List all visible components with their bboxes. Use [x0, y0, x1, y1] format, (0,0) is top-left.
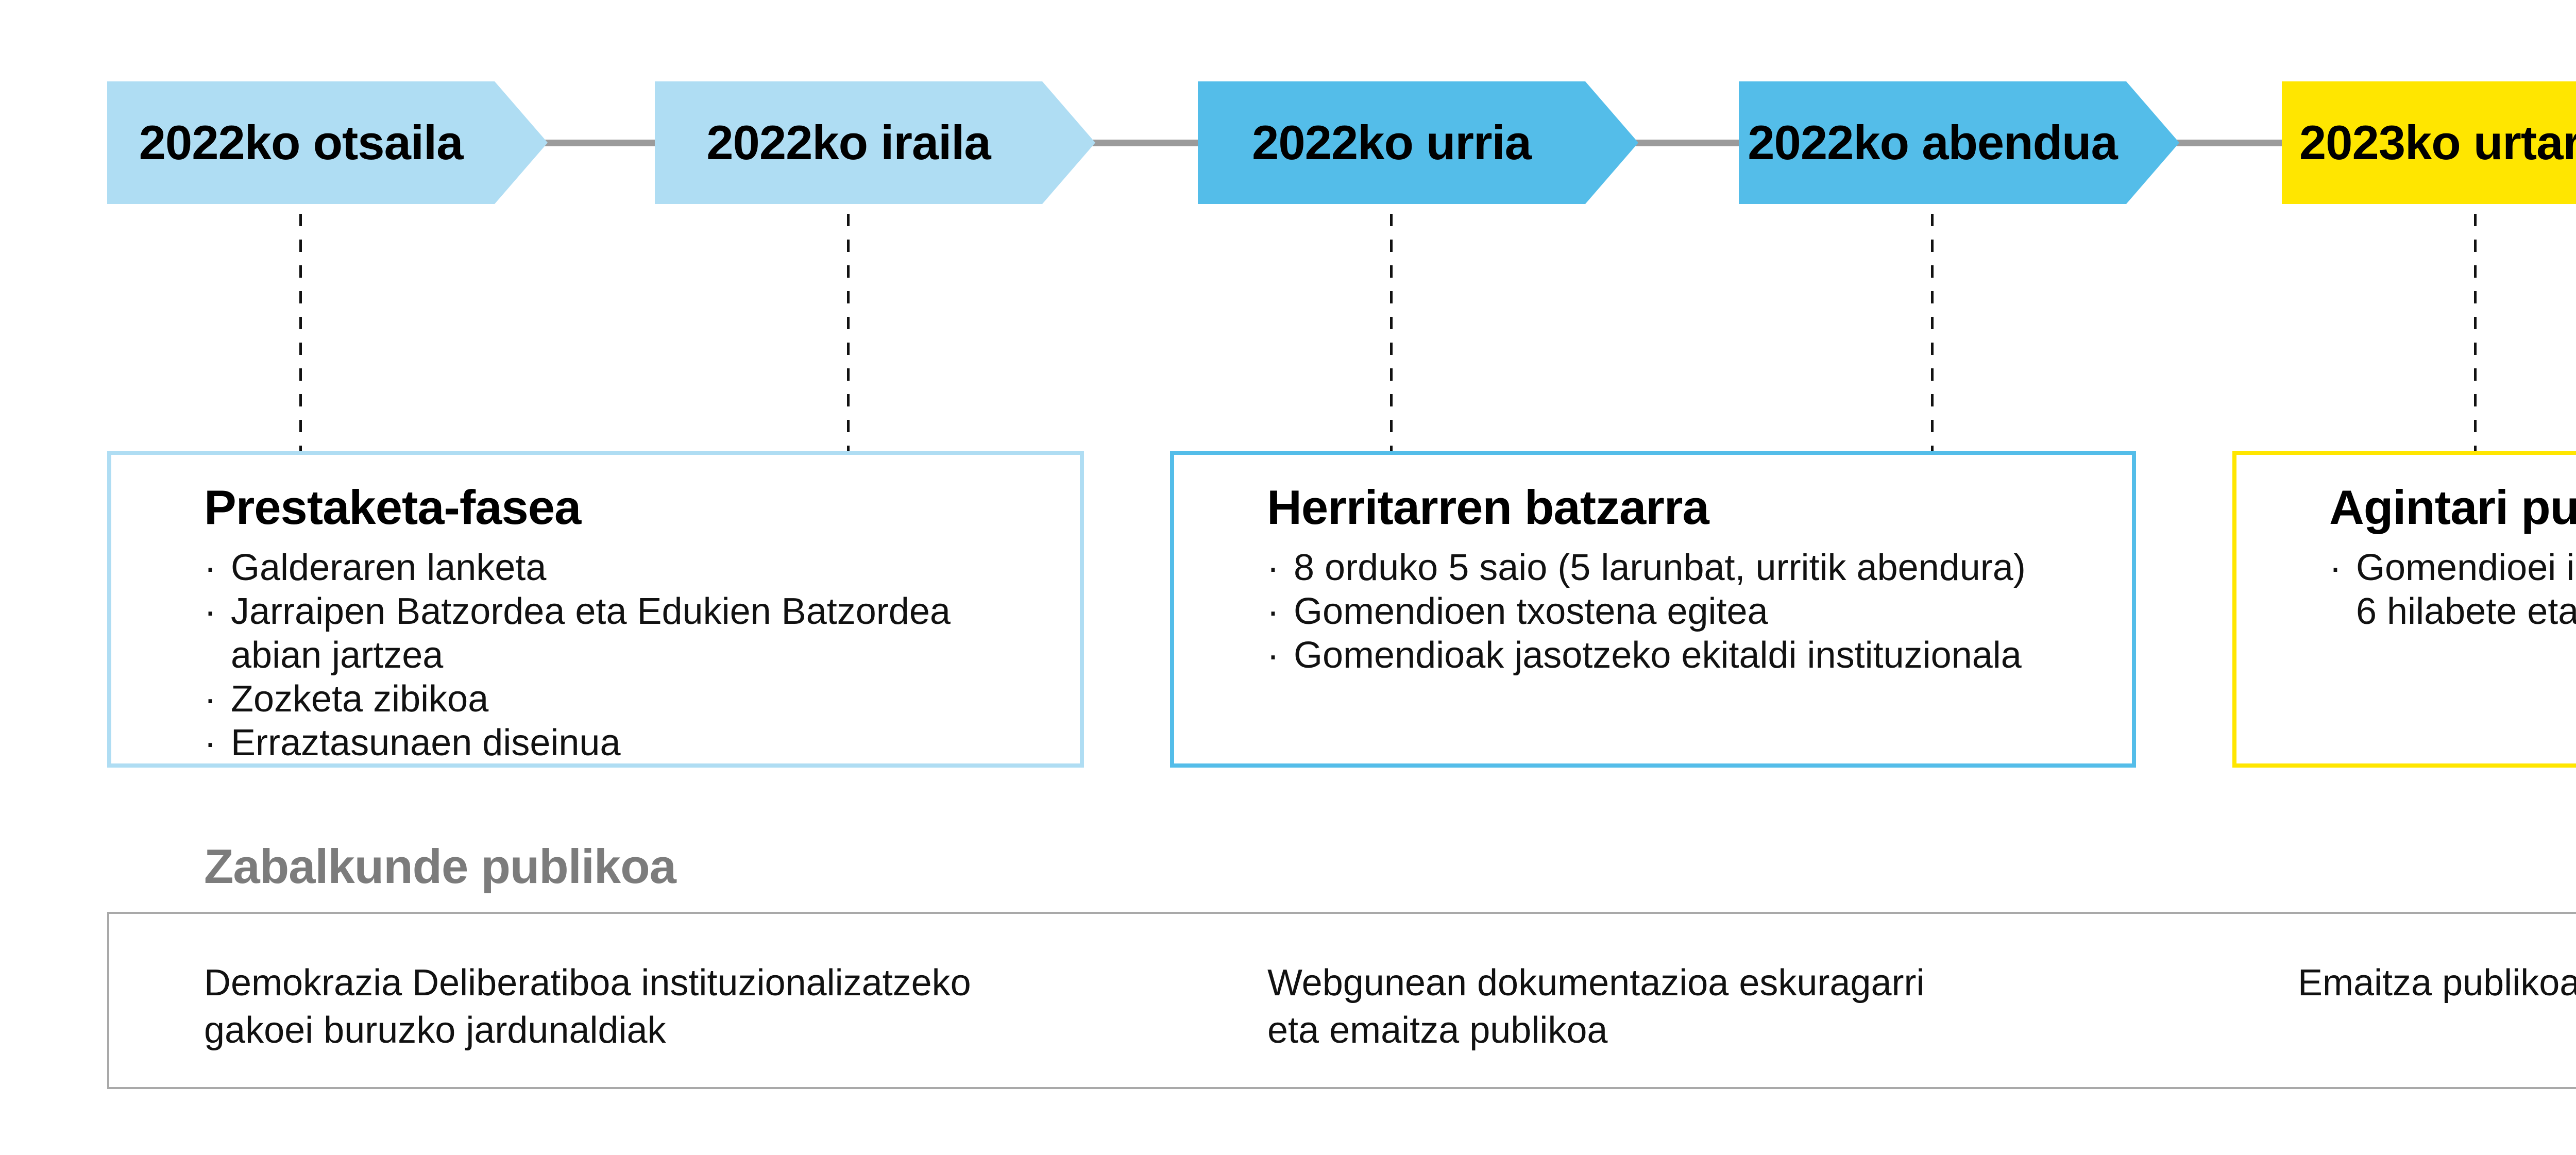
bullet-marker: · — [204, 678, 216, 720]
phase-item-list: · Galderaren lanketa · Jarraipen Batzord… — [204, 546, 1008, 765]
phase-item-list: · 8 orduko 5 saio (5 larunbat, urritik a… — [1267, 546, 2112, 677]
phase-item: · Galderaren lanketa — [204, 546, 1008, 590]
phase-item-list: · Gomendioei idatzizko erantzunak eman 2… — [2329, 546, 2576, 634]
dashed-connector-5 — [2474, 214, 2477, 451]
phase-item-text: 8 orduko 5 saio (5 larunbat, urritik abe… — [1294, 547, 2026, 589]
dissemination-box: Demokrazia Deliberatiboa instituzionaliz… — [107, 912, 2576, 1089]
dashed-connector-4 — [1931, 214, 1934, 451]
dissemination-entry: Emaitza publikoak eta hauek zabaltzeko e… — [2298, 962, 2576, 1004]
phase-item: · Jarraipen Batzordea eta Edukien Batzor… — [204, 590, 1008, 677]
phase-box-herritarren-batzarra: Herritarren batzarra · 8 orduko 5 saio (… — [1170, 451, 2136, 768]
dissemination-entry: Webgunean dokumentazioa eskuragarri eta … — [1267, 962, 1925, 1051]
phase-item: · 8 orduko 5 saio (5 larunbat, urritik a… — [1267, 546, 2112, 590]
dissemination-heading: Zabalkunde publikoa — [204, 839, 676, 893]
phase-item-text: Galderaren lanketa — [231, 547, 547, 589]
dashed-connector-2 — [847, 214, 850, 451]
phase-item: · Gomendioen txostena egitea — [1267, 590, 2112, 634]
phase-box-prestaketa-fasea: Prestaketa-fasea · Galderaren lanketa · … — [107, 451, 1084, 768]
dissemination-entry: Demokrazia Deliberatiboa instituzionaliz… — [204, 962, 971, 1051]
timeline-milestone-1: 2022ko otsaila — [107, 81, 548, 204]
milestone-label: 2022ko otsaila — [139, 115, 464, 169]
phase-item-text: Erraztasunaen diseinua — [231, 722, 621, 764]
phase-item: · Gomendioak jasotzeko ekitaldi instituz… — [1267, 634, 2112, 677]
bullet-marker: · — [1267, 547, 1279, 589]
timeline-milestone-5: 2023ko urtarrila — [2282, 81, 2576, 204]
phase-box-agintari-publikoa: Agintari publikoa · Gomendioei idatzizko… — [2232, 451, 2576, 768]
bullet-marker: · — [1267, 591, 1279, 633]
phase-title: Herritarren batzarra — [1267, 480, 1709, 534]
dashed-connector-1 — [299, 214, 302, 451]
milestone-label: 2023ko urtarrila — [2299, 115, 2576, 169]
phase-item: · Zozketa zibikoa — [204, 677, 1008, 721]
phase-item-text: Gomendioei idatzizko erantzunak eman 2 h… — [2356, 547, 2576, 633]
phase-item-text: Jarraipen Batzordea eta Edukien Batzorde… — [231, 591, 951, 676]
bullet-marker: · — [204, 547, 216, 589]
milestone-label: 2022ko urria — [1252, 115, 1532, 169]
phase-item-text: Zozketa zibikoa — [231, 678, 489, 720]
phase-item-text: Gomendioak jasotzeko ekitaldi instituzio… — [1294, 635, 2022, 676]
milestone-label: 2022ko iraila — [706, 115, 991, 169]
dashed-connector-3 — [1390, 214, 1393, 451]
phase-item: · Gomendioei idatzizko erantzunak eman 2… — [2329, 546, 2576, 634]
bullet-marker: · — [2329, 547, 2342, 589]
phase-title: Agintari publikoa — [2329, 480, 2576, 534]
phase-item-text: Gomendioen txostena egitea — [1294, 591, 1768, 633]
timeline-milestone-2: 2022ko iraila — [655, 81, 1095, 204]
phase-title: Prestaketa-fasea — [204, 480, 581, 534]
bullet-marker: · — [204, 591, 216, 633]
phase-item: · Erraztasunaen diseinua — [204, 721, 1008, 765]
timeline-milestone-3: 2022ko urria — [1198, 81, 1638, 204]
bullet-marker: · — [204, 722, 216, 764]
milestone-label: 2022ko abendua — [1748, 115, 2117, 169]
bullet-marker: · — [1267, 635, 1279, 676]
timeline-milestone-4: 2022ko abendua — [1739, 81, 2179, 204]
